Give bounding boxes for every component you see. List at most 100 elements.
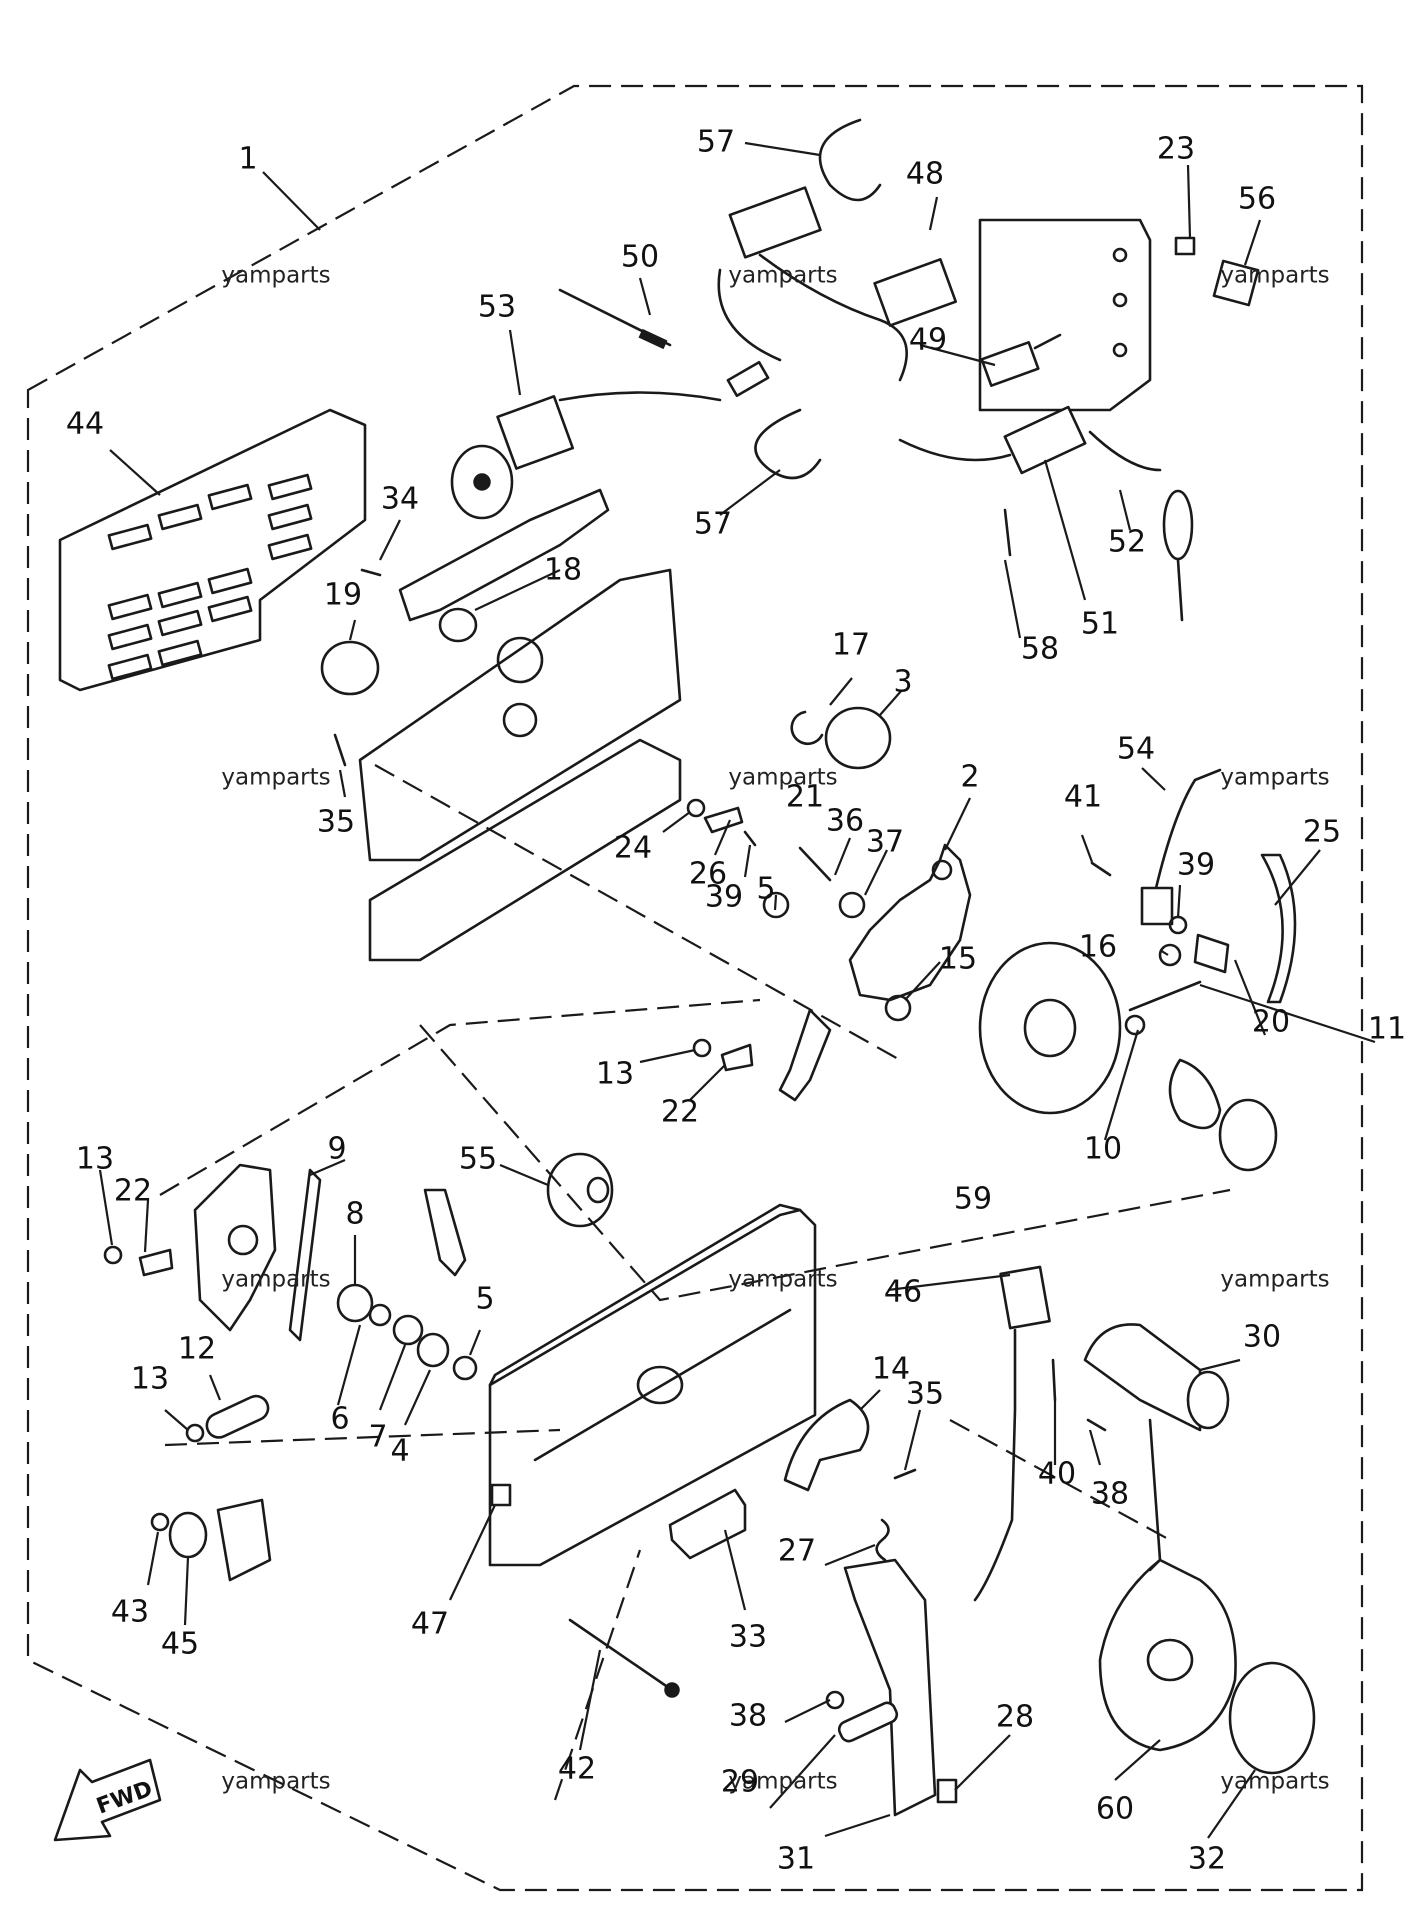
part-53-connector (450, 391, 722, 520)
part-25-trim (1260, 853, 1297, 1004)
callout-44: 44 (66, 407, 104, 442)
callout-23: 23 (1157, 132, 1195, 167)
left-lever-plate (193, 1163, 277, 1332)
end-cap-upper (1218, 1098, 1278, 1172)
part-10-washer (1124, 1014, 1146, 1036)
callout-55: 55 (459, 1142, 497, 1177)
upper-housing (358, 568, 682, 962)
part-8-bushing (336, 1283, 374, 1323)
part-17-circlip (790, 710, 824, 746)
construction-lines (159, 764, 1231, 1801)
callout-35: 35 (906, 1377, 944, 1412)
callout-48: 48 (906, 157, 944, 192)
watermark: yamparts (728, 765, 837, 791)
callout-18: 18 (544, 553, 582, 588)
watermark: yamparts (221, 1769, 330, 1795)
callout-49: 49 (909, 323, 947, 358)
callout-14: 14 (872, 1352, 910, 1387)
callout-21: 21 (786, 780, 824, 815)
part-55-reel (546, 1152, 614, 1228)
callout-22: 22 (114, 1174, 152, 1209)
callout-11: 11 (1368, 1012, 1406, 1047)
part-18-bushing (438, 607, 478, 643)
part-40-screw (1051, 1358, 1057, 1402)
part-22-collar-upper (720, 1043, 754, 1072)
callout-31: 31 (777, 1842, 815, 1877)
watermark: yamparts (1220, 263, 1329, 289)
part-14-bracket (783, 1398, 870, 1492)
part-59-sensor (999, 1265, 1051, 1330)
part-57-clamp-upper (818, 118, 882, 202)
callout-7: 7 (368, 1420, 387, 1455)
watermark: yamparts (728, 263, 837, 289)
part-42-rod (568, 1618, 674, 1692)
part-11-bolt (1128, 980, 1202, 1012)
callout-51: 51 (1081, 607, 1119, 642)
callout-35: 35 (317, 805, 355, 840)
callout-4: 4 (390, 1434, 409, 1469)
callout-56: 56 (1238, 182, 1276, 217)
callout-19: 19 (324, 578, 362, 613)
callout-22: 22 (661, 1095, 699, 1130)
callout-59: 59 (954, 1182, 992, 1217)
part-20-cap (1193, 933, 1230, 974)
part-28-clip (936, 1778, 958, 1804)
part-23-nut (1174, 236, 1196, 256)
part-32-cap (1228, 1661, 1316, 1775)
watermark: yamparts (728, 1267, 837, 1293)
part-4-ring (416, 1332, 450, 1368)
part-41-screw (1090, 861, 1112, 877)
callout-29: 29 (721, 1765, 759, 1800)
watermark: yamparts (221, 263, 330, 289)
part-35-screw-lower (893, 1468, 917, 1480)
callout-27: 27 (778, 1534, 816, 1569)
part-9-arm (288, 1168, 322, 1342)
part-47-plug (490, 1483, 512, 1507)
part-7-washer (392, 1314, 424, 1346)
part-30-handle (1083, 1323, 1230, 1572)
callout-13: 13 (131, 1362, 169, 1397)
part-36-bolt (798, 846, 832, 882)
callout-15: 15 (939, 942, 977, 977)
part-39-screw-a (743, 830, 757, 847)
part-56-clip (1212, 259, 1260, 307)
lever-arm (778, 1008, 832, 1102)
part-51-switch (898, 405, 1087, 475)
callout-47: 47 (411, 1607, 449, 1642)
callout-3: 3 (893, 665, 912, 700)
part-60-lever-arm (1098, 1558, 1237, 1752)
callout-38: 38 (1091, 1477, 1129, 1512)
callout-26: 26 (689, 857, 727, 892)
callout-38: 38 (729, 1699, 767, 1734)
callout-40: 40 (1038, 1457, 1076, 1492)
callout-12: 12 (178, 1332, 216, 1367)
assembly-boundary (26, 84, 1364, 1892)
part-13-clip-upper (692, 1038, 712, 1058)
callout-53: 53 (478, 290, 516, 325)
callout-5: 5 (756, 872, 775, 907)
callout-2: 2 (960, 760, 979, 795)
part-44-grille-plate (58, 408, 367, 692)
part-43-nut (150, 1512, 170, 1532)
callout-45: 45 (161, 1627, 199, 1662)
part-54-plug (1140, 886, 1174, 926)
part-35-screw-upper (333, 733, 347, 767)
upper-lever-bracket (398, 488, 610, 622)
callout-13: 13 (76, 1142, 114, 1177)
watermark: yamparts (1220, 765, 1329, 791)
callout-54: 54 (1117, 732, 1155, 767)
callout-5: 5 (475, 1282, 494, 1317)
callout-6: 6 (330, 1402, 349, 1437)
upper-bracket-plate (978, 218, 1152, 412)
drum-assembly (978, 941, 1122, 1115)
part-37-nut (838, 891, 866, 919)
callout-13: 13 (596, 1057, 634, 1092)
callout-9: 9 (327, 1132, 346, 1167)
callout-57: 57 (694, 507, 732, 542)
part-22-collar-left (138, 1248, 174, 1277)
callout-8: 8 (345, 1197, 364, 1232)
watermark: yamparts (1220, 1769, 1329, 1795)
part-48-harness (717, 186, 958, 398)
watermark: yamparts (221, 1267, 330, 1293)
callout-16: 16 (1079, 930, 1117, 965)
